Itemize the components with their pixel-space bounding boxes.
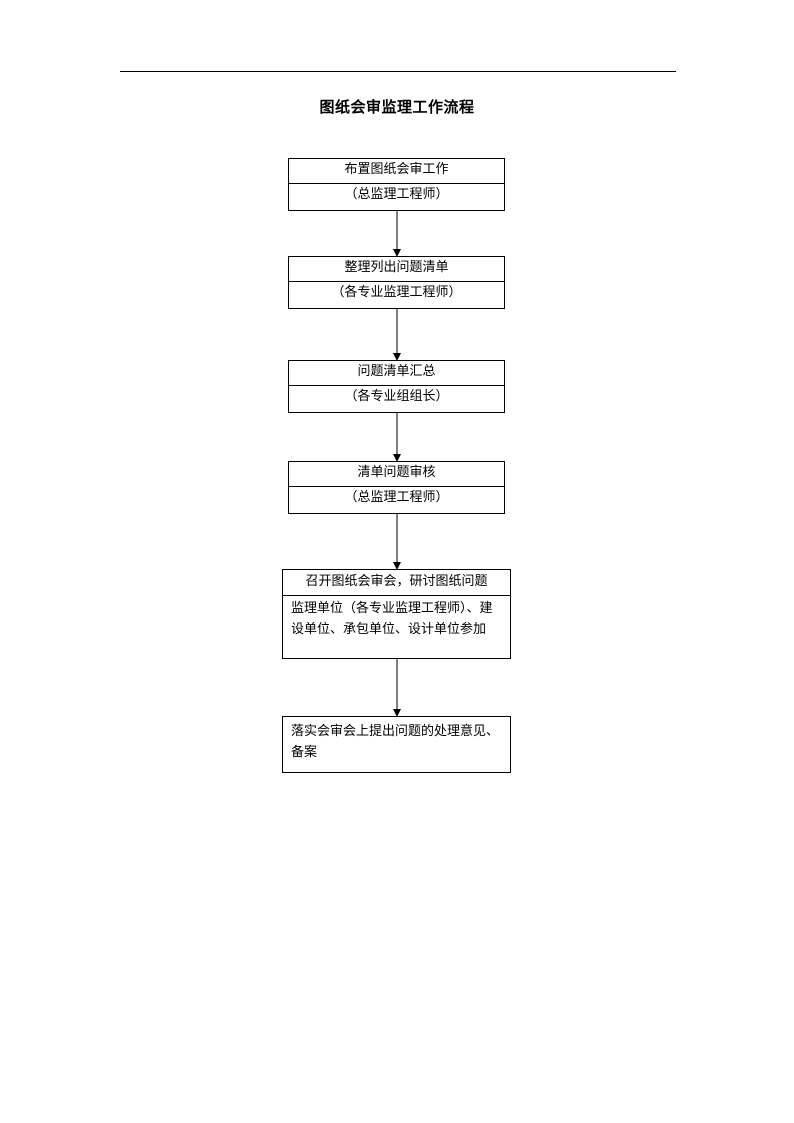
- step-4-box: 清单问题审核 （总监理工程师）: [288, 461, 505, 514]
- step-2-role: （各专业监理工程师）: [289, 281, 504, 305]
- step-1-role: （总监理工程师）: [289, 183, 504, 207]
- page-title: 图纸会审监理工作流程: [319, 98, 475, 116]
- step-4-role: （总监理工程师）: [289, 486, 504, 510]
- step-3-box: 问题清单汇总 （各专业组组长）: [288, 360, 505, 413]
- step-4-title: 清单问题审核: [357, 465, 436, 480]
- step-1-box: 布置图纸会审工作 （总监理工程师）: [288, 158, 505, 211]
- step-3-role: （各专业组组长）: [289, 385, 504, 409]
- step-5-detail: 监理单位（各专业监理工程师）、建设单位、承包单位、设计单位参加: [291, 601, 493, 637]
- header-rule: [120, 71, 676, 72]
- step-5-title: 召开图纸会审会，研讨图纸问题: [283, 570, 510, 596]
- step-5-box: 召开图纸会审会，研讨图纸问题 监理单位（各专业监理工程师）、建设单位、承包单位、…: [282, 569, 511, 659]
- step-2-box: 整理列出问题清单 （各专业监理工程师）: [288, 256, 505, 309]
- step-3-title: 问题清单汇总: [357, 364, 436, 379]
- step-1-title: 布置图纸会审工作: [344, 162, 449, 177]
- step-6-text: 落实会审会上提出问题的处理意见、备案: [291, 724, 500, 760]
- step-2-title: 整理列出问题清单: [344, 260, 449, 275]
- step-6-box: 落实会审会上提出问题的处理意见、备案: [282, 716, 511, 773]
